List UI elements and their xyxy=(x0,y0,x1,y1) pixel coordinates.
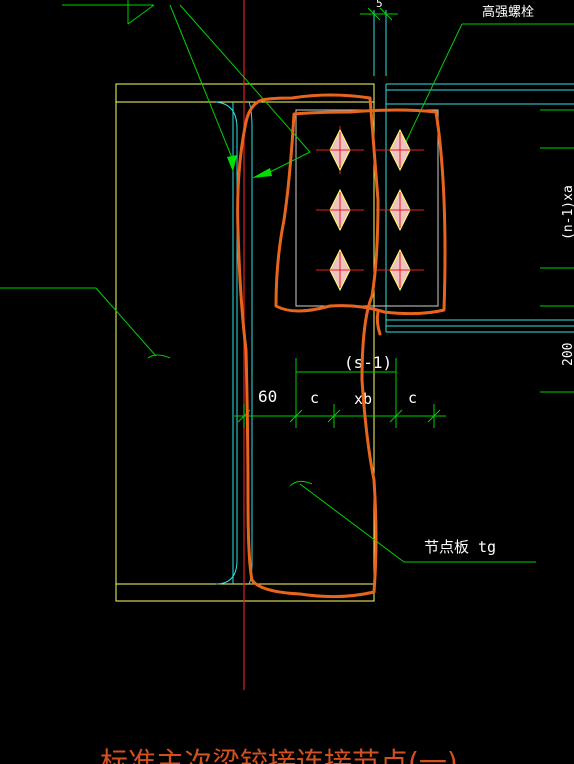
side-dim-2: 200 xyxy=(561,343,574,366)
bolt xyxy=(316,126,364,174)
top-dimension xyxy=(360,7,398,21)
dim-c-left: c xyxy=(310,389,319,407)
bottom-dimension-line xyxy=(234,358,446,428)
bolt-grid xyxy=(316,126,424,292)
bolt xyxy=(316,248,364,292)
dim-s-minus-1: (s-1) xyxy=(344,353,392,372)
gusset-label: 节点板 tg xyxy=(424,538,496,556)
orange-markup xyxy=(236,93,447,599)
side-dim-1: (n-1)xa xyxy=(561,185,574,240)
bolt xyxy=(376,248,424,292)
leader-arrowheads xyxy=(227,155,272,178)
gusset-plate-outline xyxy=(295,109,439,307)
main-beam-outline xyxy=(115,83,375,602)
drawing-title: 标准主次梁铰接连接节点(一) xyxy=(100,746,458,764)
bolt-label: 高强螺栓 xyxy=(482,4,534,20)
dim-60: 60 xyxy=(258,387,277,406)
bolt xyxy=(316,188,364,232)
top-dim-text: 5 xyxy=(376,0,383,10)
bolt xyxy=(376,128,424,172)
dim-c-right: c xyxy=(408,389,417,407)
bolt xyxy=(376,188,424,232)
secondary-beam-lines xyxy=(373,10,574,333)
